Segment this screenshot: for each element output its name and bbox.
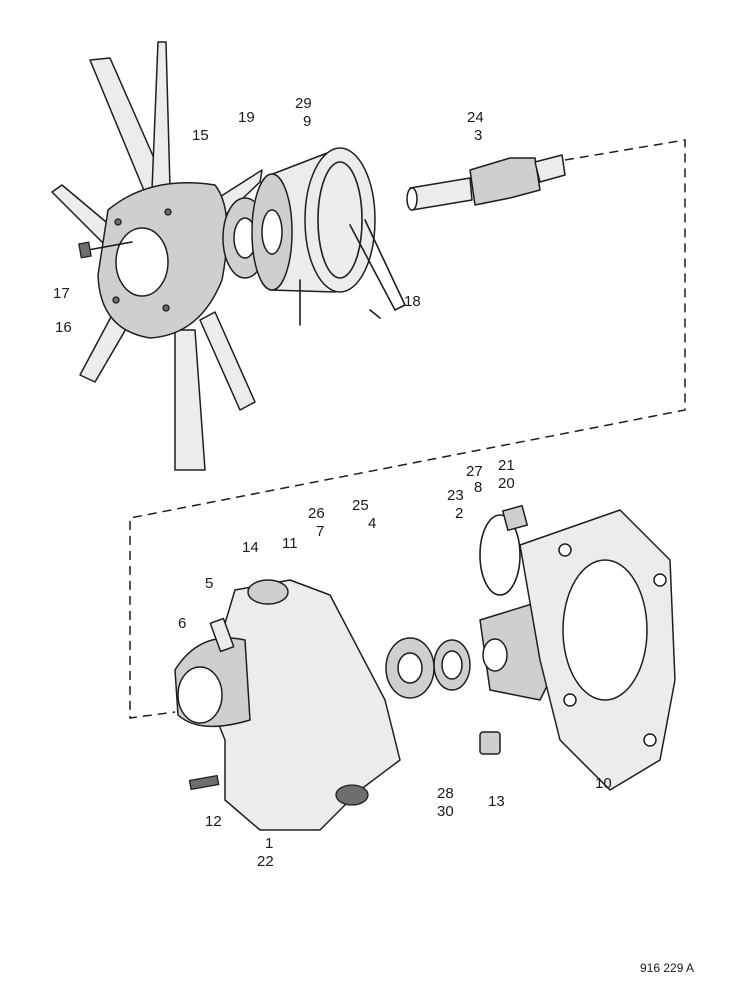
- callout-4: 4: [368, 515, 376, 532]
- bearing-shaft: [406, 154, 566, 211]
- fan-bolt: [87, 241, 133, 251]
- callout-14: 14: [242, 539, 259, 556]
- callout-15: 15: [192, 127, 209, 144]
- callout-22: 22: [257, 853, 274, 870]
- drain-plug: [502, 505, 528, 531]
- callout-10: 10: [595, 775, 612, 792]
- callout-12: 12: [205, 813, 222, 830]
- callout-6: 6: [178, 615, 186, 632]
- callout-1: 1: [265, 835, 273, 852]
- pulley: [251, 147, 376, 293]
- callout-8: 8: [474, 479, 482, 496]
- callout-30: 30: [437, 803, 454, 820]
- callout-9: 9: [303, 113, 311, 130]
- callout-27: 27: [466, 463, 483, 480]
- fan-assembly: [51, 41, 263, 471]
- callout-26: 26: [308, 505, 325, 522]
- pump-body: [174, 579, 401, 831]
- callout-29: 29: [295, 95, 312, 112]
- callout-11: 11: [282, 535, 298, 552]
- fan-blade: [51, 41, 263, 471]
- o-ring: [479, 514, 521, 596]
- callout-5: 5: [205, 575, 213, 592]
- callout-23: 23: [447, 487, 464, 504]
- fan-hub-bore: [115, 227, 169, 297]
- callout-21: 21: [498, 457, 515, 474]
- callout-20: 20: [498, 475, 515, 492]
- callout-25: 25: [352, 497, 369, 514]
- pump-inlet: [177, 666, 223, 724]
- callout-3: 3: [474, 127, 482, 144]
- callout-17: 17: [53, 285, 70, 302]
- figure-reference: 916 229 A: [640, 961, 694, 975]
- callout-19: 19: [238, 109, 255, 126]
- callout-7: 7: [316, 523, 324, 540]
- callout-13: 13: [488, 793, 505, 810]
- callout-18: 18: [404, 293, 421, 310]
- callout-24: 24: [467, 109, 484, 126]
- fan-belt: [299, 219, 406, 326]
- callout-28: 28: [437, 785, 454, 802]
- callout-16: 16: [55, 319, 72, 336]
- callout-2: 2: [455, 505, 463, 522]
- bush: [479, 731, 501, 755]
- back-plate: [519, 509, 676, 791]
